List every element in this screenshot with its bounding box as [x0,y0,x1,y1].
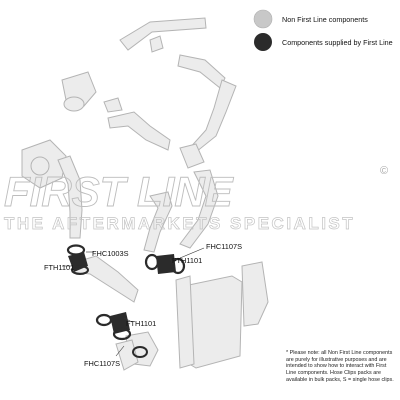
lower-left-pipe [71,255,139,303]
leader-lines [62,247,205,357]
callout-fth1101-low: FTH1101 [126,319,156,328]
turbo-inlet [30,156,50,176]
right-pipe-segment [179,143,205,169]
upper-pipe-stub [149,35,164,53]
left-charge-pipe [57,155,83,239]
legend-swatch-first-line [254,33,272,51]
right-intercooler-pipe [179,169,219,249]
leader-fth1101-low [123,317,133,323]
hose-clip-fhc1107s-upper-2 [170,257,186,275]
watermark: FIRST LINE THE AFTERMARKETS SPECIALIST © [4,165,389,233]
small-bracket [103,97,123,113]
upper-intake-pipe [119,17,207,51]
callout-fth1101-mid: FTH1101 [172,256,202,265]
leader-fth1101-mid [169,257,173,263]
legend-swatch-non-first-line [253,9,273,29]
watermark-brand: FIRST LINE [4,168,235,215]
mounting-bracket [241,261,269,327]
right-long-pipe [187,79,237,153]
lower-elbow-pipe [115,339,139,371]
watermark-copyright: © [380,165,388,177]
first-line-parts [66,244,186,358]
legend: Non First Line components Components sup… [253,9,393,51]
intercooler-end-tank [175,275,195,369]
callout-fhc1107s-bottom: FHC1107S [84,359,120,368]
callout-fhc1003s: FHC1003S [92,249,129,258]
leader-fhc1107s-bottom [115,345,125,357]
non-first-line-parts [21,17,269,371]
hose-clip-lower-2 [112,327,132,341]
footnote: * Please note: all Non First Line compon… [286,350,394,383]
callout-labels: FHC1003S FTH1101 FHC1107S FTH1101 FTH110… [44,242,242,368]
hose-clip-lower-1 [95,313,113,327]
leader-fhc1107s-top [179,247,205,259]
throttle-flange [63,96,85,112]
hose-fth1101-mid [156,254,176,274]
middle-s-pipe [107,111,171,151]
legend-label-first-line: Components supplied by First Line [282,38,393,47]
hose-clip-left-lower [71,265,89,275]
callout-fhc1107s-top: FHC1107S [206,242,242,251]
callout-fth1101-left: FTH1101 [44,263,74,272]
hose-clip-fhc1107s-bottom [132,346,148,358]
legend-label-non-first-line: Non First Line components [282,15,368,24]
central-branch-pipe [143,191,173,253]
watermark-tagline: THE AFTERMARKETS SPECIALIST [4,214,355,233]
upper-pipe-elbow [177,54,226,89]
